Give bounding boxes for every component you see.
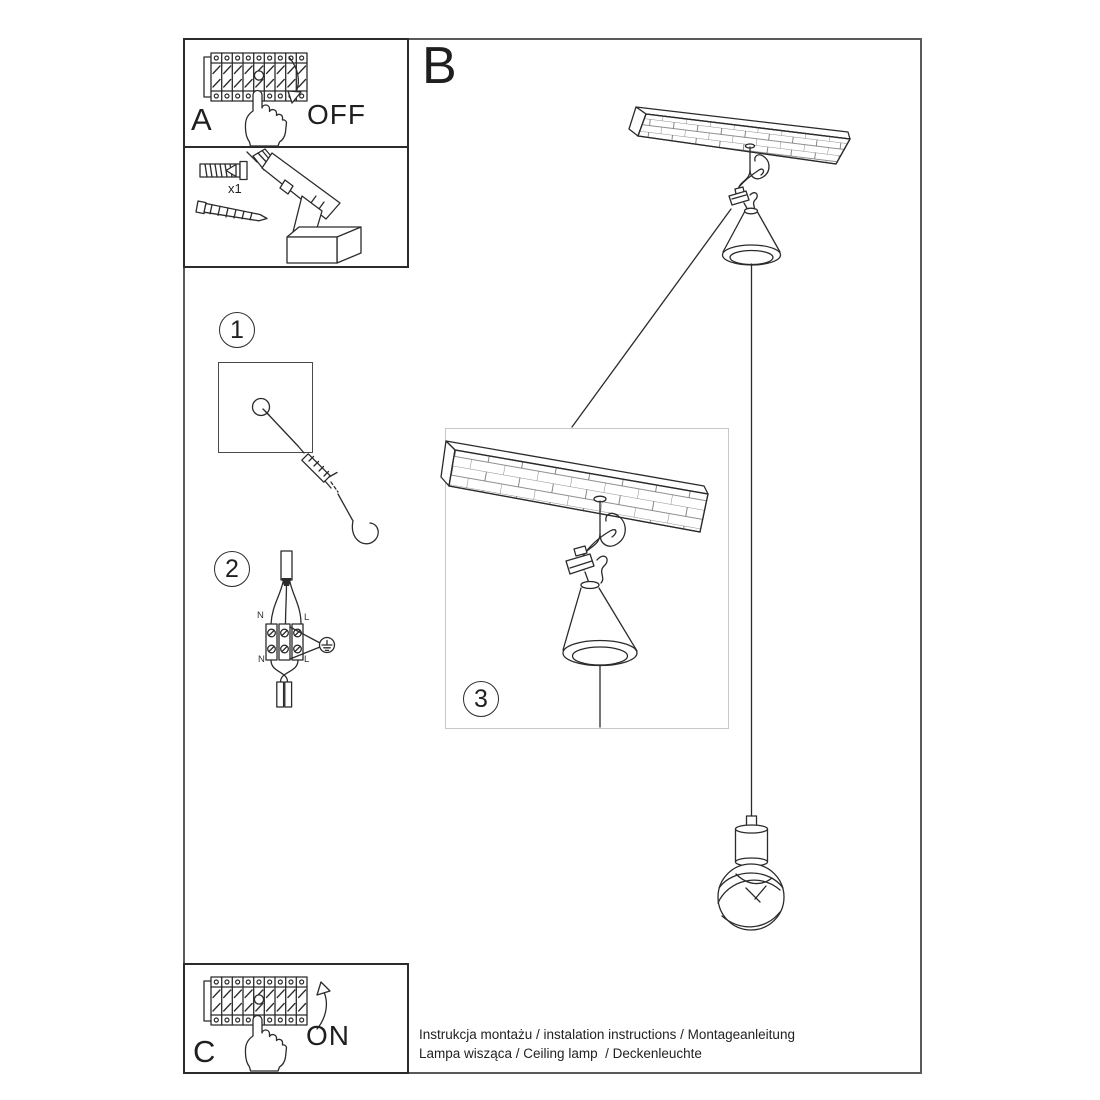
outer-frame — [183, 38, 922, 1074]
power-off-state-label: OFF — [307, 99, 366, 130]
step2-number: 2 — [225, 554, 239, 583]
terminal-label-l-bottom: L — [304, 654, 310, 665]
box-power-on — [183, 963, 409, 1074]
box-power-off — [183, 38, 409, 148]
step2-number-badge: 2 — [214, 551, 250, 587]
power-on-state-label: ON — [306, 1020, 350, 1051]
step1-ceiling-square — [218, 362, 313, 453]
step1-number-badge: 1 — [219, 312, 255, 348]
box-tools — [183, 146, 409, 268]
terminal-label-n-top: N — [257, 610, 264, 621]
footer-title-line2: Lampa wisząca / Ceiling lamp / Deckenleu… — [419, 1046, 702, 1061]
section-b-label: B — [422, 37, 457, 95]
box-a-label: A — [191, 102, 212, 137]
terminal-label-l-top: L — [304, 612, 310, 623]
terminal-label-n-bottom: N — [258, 654, 265, 665]
step3-number-badge: 3 — [463, 681, 499, 717]
box-c-label: C — [193, 1034, 216, 1069]
step3-number: 3 — [474, 684, 488, 713]
step1-number: 1 — [230, 315, 244, 344]
footer-title-line1: Instrukcja montażu / instalation instruc… — [419, 1027, 795, 1042]
anchor-quantity-label: x1 — [228, 181, 242, 196]
